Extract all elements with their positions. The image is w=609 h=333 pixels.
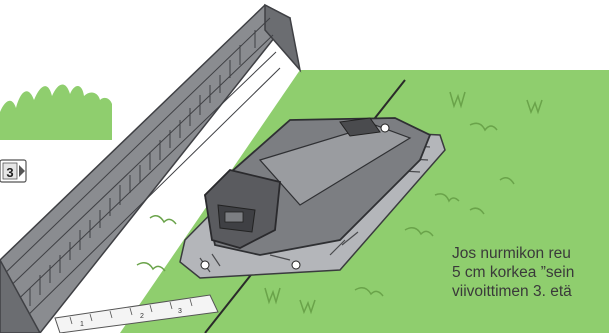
page-reference-number: 3 [6, 165, 13, 180]
grass-patch [0, 84, 112, 140]
caption-line-2: 5 cm korkea ”sein [452, 263, 609, 282]
ruler-tick-3: 3 [178, 308, 182, 315]
caption-line-3: viivoittimen 3. etä [452, 282, 609, 301]
page-reference-badge: 3 [0, 160, 26, 182]
caption-line-1: Jos nurmikon reu [452, 244, 609, 263]
ruler-tick-2: 2 [140, 313, 144, 320]
ruler-tick-1: 1 [80, 321, 84, 328]
installation-caption: Jos nurmikon reu 5 cm korkea ”sein viivo… [452, 244, 609, 314]
